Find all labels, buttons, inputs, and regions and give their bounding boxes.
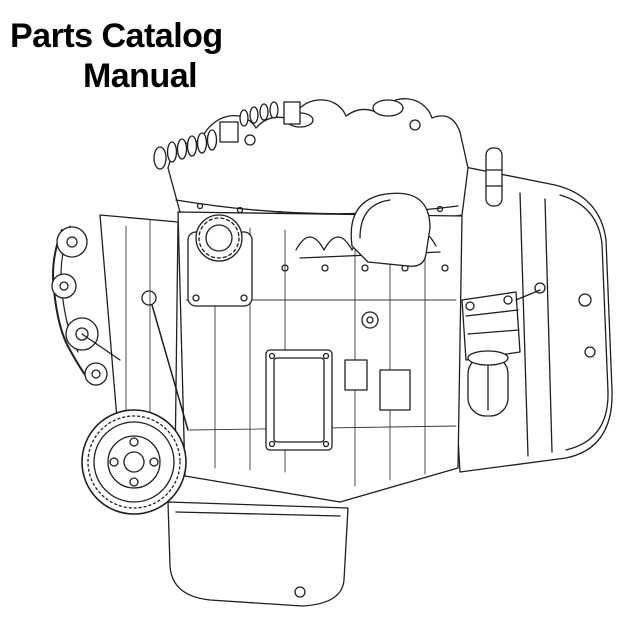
title-line-2: Manual (82, 57, 198, 96)
intake-elbow (350, 192, 431, 267)
breather-hoses (153, 101, 301, 170)
title-line-1: Parts Catalog (10, 17, 223, 55)
page-title: Parts Catalog Manual (10, 16, 270, 96)
front-plate (265, 349, 333, 451)
belt-and-pulleys (51, 225, 121, 386)
dipstick (141, 290, 189, 431)
coolant-reservoir (187, 214, 253, 307)
oil-pan (167, 501, 349, 607)
crank-pulley (81, 409, 187, 515)
fuel-filter (461, 282, 546, 417)
